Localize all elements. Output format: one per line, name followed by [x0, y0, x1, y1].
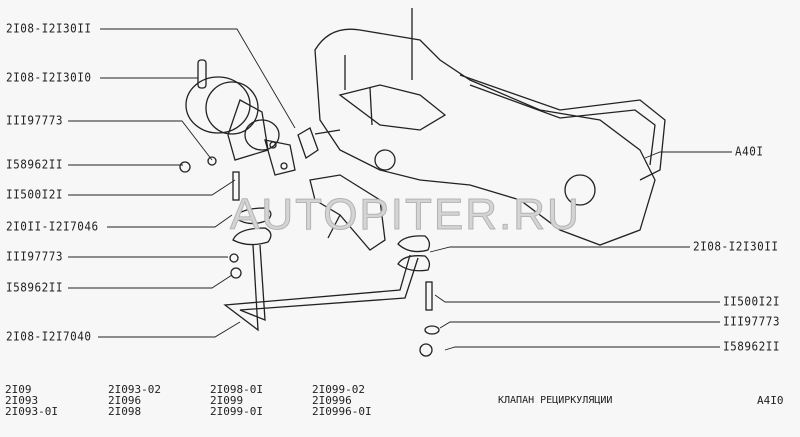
model-code: 2I099-0I — [210, 405, 263, 418]
recirculation-valve-drawing — [179, 59, 319, 201]
model-code: 2I099-02 — [312, 383, 365, 396]
watermark: AUTOPITER.RU — [230, 190, 581, 240]
callout-label: A40I — [735, 143, 764, 159]
intake-manifold-drawing — [309, 8, 666, 251]
callout-label: II500I2I — [6, 186, 63, 202]
callout-label: 2I08-I2I30II — [6, 20, 92, 36]
model-code: 2I093 — [5, 394, 39, 407]
callout-label: 2I08-I2I30II — [693, 238, 779, 254]
diagram-code: A4I0 — [757, 394, 784, 407]
model-code: 2I098 — [108, 405, 142, 418]
model-code: 2I099 — [210, 394, 244, 407]
callout-label: III97773 — [6, 248, 63, 264]
callout-label: 2I08-I2I30I0 — [6, 69, 92, 85]
callout-label: 2I0II-I2I7046 — [6, 218, 99, 234]
callout-label: II500I2I — [723, 293, 780, 309]
model-code: 2I0996 — [312, 394, 352, 407]
diagram-title: КЛАПАН РЕЦИРКУЛЯЦИИ — [498, 395, 613, 406]
model-code: 2I09 — [5, 383, 32, 396]
callout-label: I58962II — [6, 156, 63, 172]
model-code: 2I0996-0I — [312, 405, 372, 418]
recirculation-tube-drawing — [223, 207, 440, 357]
model-code: 2I093-02 — [108, 383, 161, 396]
callout-label: III97773 — [6, 112, 63, 128]
model-code: 2I098-0I — [210, 383, 263, 396]
callout-label: III97773 — [723, 313, 780, 329]
callout-label: I58962II — [723, 338, 780, 354]
model-code: 2I096 — [108, 394, 142, 407]
leader-lines — [68, 28, 732, 351]
callout-label: 2I08-I2I7040 — [6, 328, 92, 344]
callout-label: I58962II — [6, 279, 63, 295]
model-code: 2I093-0I — [5, 405, 58, 418]
